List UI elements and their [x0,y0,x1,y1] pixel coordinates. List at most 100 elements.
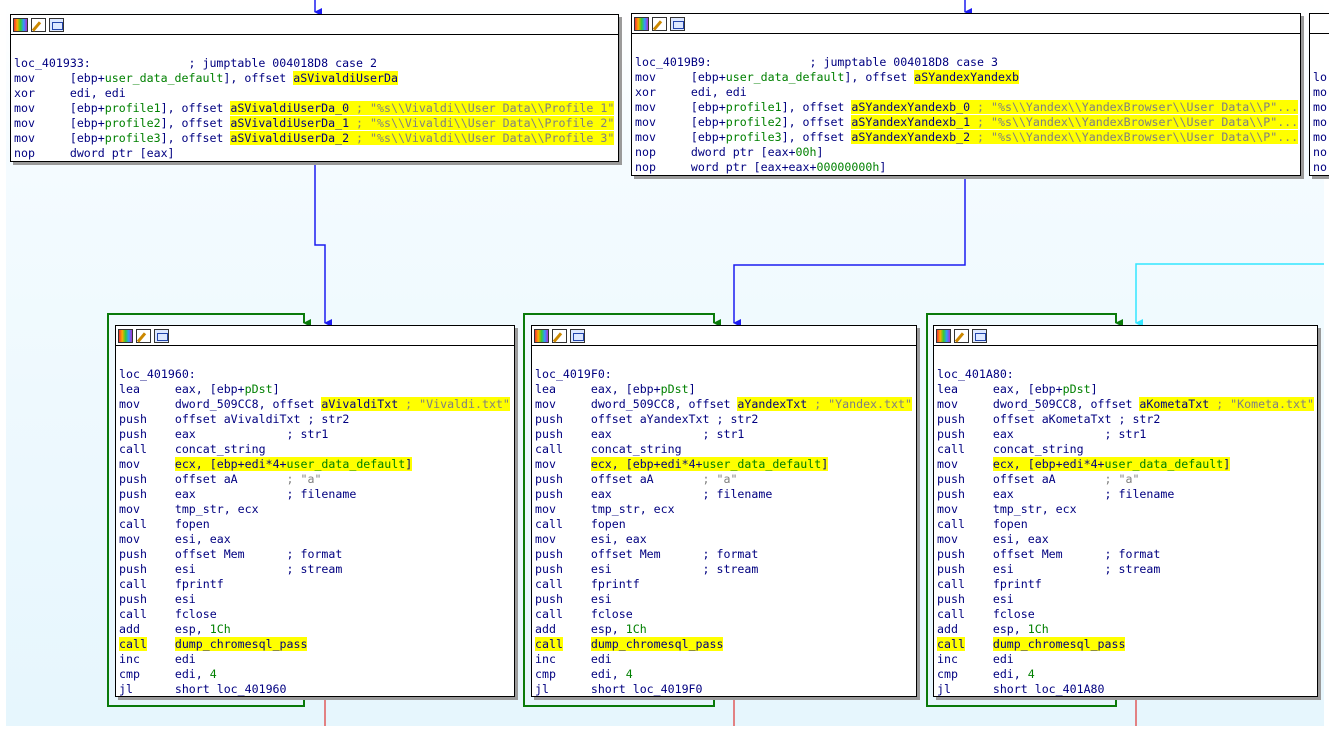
asm-line[interactable]: mov esi, eax [535,532,914,547]
asm-line[interactable]: push offset aA ; "a" [119,472,512,487]
asm-line[interactable]: mov ecx, [ebp+edi*4+user_data_default] [937,457,1315,472]
asm-line[interactable]: mov [ebp+profile3], offset aSYandexYande… [635,130,1299,145]
graph-node-loc-401A80[interactable]: loc_401A80:lea eax, [ebp+pDst]mov dword_… [933,325,1318,697]
color-picker-icon[interactable] [936,328,951,343]
asm-line[interactable]: add esp, 1Ch [937,622,1315,637]
asm-line[interactable]: push offset Mem ; format [535,547,914,562]
asm-line[interactable]: mov esi, eax [937,532,1315,547]
asm-line[interactable]: push offset aYandexTxt ; str2 [535,412,914,427]
asm-line[interactable] [14,41,616,56]
asm-line[interactable] [1313,40,1329,55]
asm-line[interactable]: loc_401960: [119,367,512,382]
rename-icon[interactable] [31,17,46,32]
asm-line[interactable]: call fprintf [119,577,512,592]
asm-line[interactable]: call fclose [535,607,914,622]
asm-line[interactable]: inc edi [535,652,914,667]
asm-line[interactable]: add esp, 1Ch [119,622,512,637]
asm-line[interactable]: nop dword ptr [eax+00h] [635,145,1298,160]
asm-line[interactable]: push offset aKometaTxt ; str2 [937,412,1315,427]
asm-line[interactable]: push esi ; stream [937,562,1315,577]
asm-line[interactable]: mov tmp_str, ecx [119,502,512,517]
asm-line[interactable] [119,352,512,367]
asm-line[interactable]: lo [1313,70,1329,85]
asm-line[interactable] [535,352,914,367]
asm-line[interactable]: mov [ebp+profile2], offset aSVivaldiUser… [14,116,616,131]
asm-line[interactable]: call fclose [119,607,512,622]
asm-line[interactable]: loc_4019B9: ; jumptable 004018D8 case 3 [635,55,1298,70]
asm-line[interactable]: push eax ; str1 [119,427,512,442]
asm-line[interactable]: push eax ; str1 [535,427,914,442]
asm-line[interactable]: call dump_chromesql_pass [119,637,512,652]
asm-line[interactable]: jl short loc_4019F0 [535,682,914,696]
asm-line[interactable]: cmp edi, 4 [937,667,1315,682]
graph-node-loc-401960[interactable]: loc_401960:lea eax, [ebp+pDst]mov dword_… [115,325,515,697]
asm-line[interactable]: call fprintf [937,577,1315,592]
asm-line[interactable]: mov ecx, [ebp+edi*4+user_data_default] [535,457,914,472]
asm-line[interactable]: push offset aA ; "a" [535,472,914,487]
asm-line[interactable]: call fopen [535,517,914,532]
asm-line[interactable]: cmp edi, 4 [119,667,512,682]
color-picker-icon[interactable] [13,17,28,32]
asm-line[interactable]: mo [1313,130,1329,145]
asm-line[interactable]: jl short loc_401960 [119,682,512,696]
group-nodes-icon[interactable] [570,328,585,343]
asm-line[interactable]: mov tmp_str, ecx [535,502,914,517]
asm-line[interactable]: call concat_string [119,442,512,457]
asm-line[interactable]: mov [ebp+user_data_default], offset aSVi… [14,71,616,86]
asm-line[interactable]: mov esi, eax [119,532,512,547]
asm-line[interactable] [635,40,1298,55]
asm-line[interactable]: call fprintf [535,577,914,592]
asm-line[interactable]: push esi ; stream [535,562,914,577]
asm-line[interactable]: no [1313,160,1329,175]
asm-line[interactable]: call dump_chromesql_pass [937,637,1315,652]
group-nodes-icon[interactable] [972,328,987,343]
asm-line[interactable]: push eax ; filename [119,487,512,502]
asm-line[interactable]: push esi ; stream [119,562,512,577]
asm-line[interactable]: push offset Mem ; format [937,547,1315,562]
graph-node-loc-4019F0[interactable]: loc_4019F0:lea eax, [ebp+pDst]mov dword_… [531,325,917,697]
asm-line[interactable]: mov [ebp+user_data_default], offset aSYa… [635,70,1298,85]
color-picker-icon[interactable] [534,328,549,343]
asm-line[interactable]: mov [ebp+profile1], offset aSVivaldiUser… [14,101,616,116]
asm-line[interactable]: mov [ebp+profile3], offset aSVivaldiUser… [14,131,616,146]
asm-line[interactable]: lea eax, [ebp+pDst] [535,382,914,397]
asm-line[interactable]: jl short loc_401A80 [937,682,1315,696]
asm-line[interactable]: mov dword_509CC8, offset aVivaldiTxt ; "… [119,397,512,412]
asm-line[interactable]: mov dword_509CC8, offset aKometaTxt ; "K… [937,397,1315,412]
rename-icon[interactable] [136,328,151,343]
asm-line[interactable]: mo [1313,85,1329,100]
asm-line[interactable]: push eax ; filename [535,487,914,502]
asm-line[interactable]: lea eax, [ebp+pDst] [937,382,1315,397]
asm-line[interactable]: mov tmp_str, ecx [937,502,1315,517]
asm-line[interactable]: add esp, 1Ch [535,622,914,637]
asm-line[interactable]: mo [1313,100,1329,115]
color-picker-icon[interactable] [634,16,649,31]
asm-line[interactable]: push offset aA ; "a" [937,472,1315,487]
asm-line[interactable]: mo [1313,115,1329,130]
asm-line[interactable]: push offset Mem ; format [119,547,512,562]
asm-line[interactable] [1313,55,1329,70]
asm-line[interactable]: mov [ebp+profile1], offset aSYandexYande… [635,100,1299,115]
rename-icon[interactable] [652,16,667,31]
group-nodes-icon[interactable] [154,328,169,343]
asm-line[interactable]: xor edi, edi [14,86,616,101]
asm-line[interactable]: push eax ; filename [937,487,1315,502]
asm-line[interactable]: call concat_string [535,442,914,457]
asm-line[interactable]: mov dword_509CC8, offset aYandexTxt ; "Y… [535,397,914,412]
asm-line[interactable]: push offset aVivaldiTxt ; str2 [119,412,512,427]
group-nodes-icon[interactable] [49,17,64,32]
asm-line[interactable]: inc edi [937,652,1315,667]
color-picker-icon[interactable] [118,328,133,343]
asm-line[interactable] [937,352,1315,367]
asm-line[interactable]: push esi [535,592,914,607]
asm-line[interactable]: loc_401933: ; jumptable 004018D8 case 2 [14,56,616,71]
asm-line[interactable]: call dump_chromesql_pass [535,637,914,652]
asm-line[interactable]: call fclose [937,607,1315,622]
asm-line[interactable]: call concat_string [937,442,1315,457]
asm-line[interactable]: xor edi, edi [635,85,1298,100]
asm-line[interactable]: no [1313,145,1329,160]
asm-line[interactable]: cmp edi, 4 [535,667,914,682]
asm-line[interactable]: mov ecx, [ebp+edi*4+user_data_default] [119,457,512,472]
